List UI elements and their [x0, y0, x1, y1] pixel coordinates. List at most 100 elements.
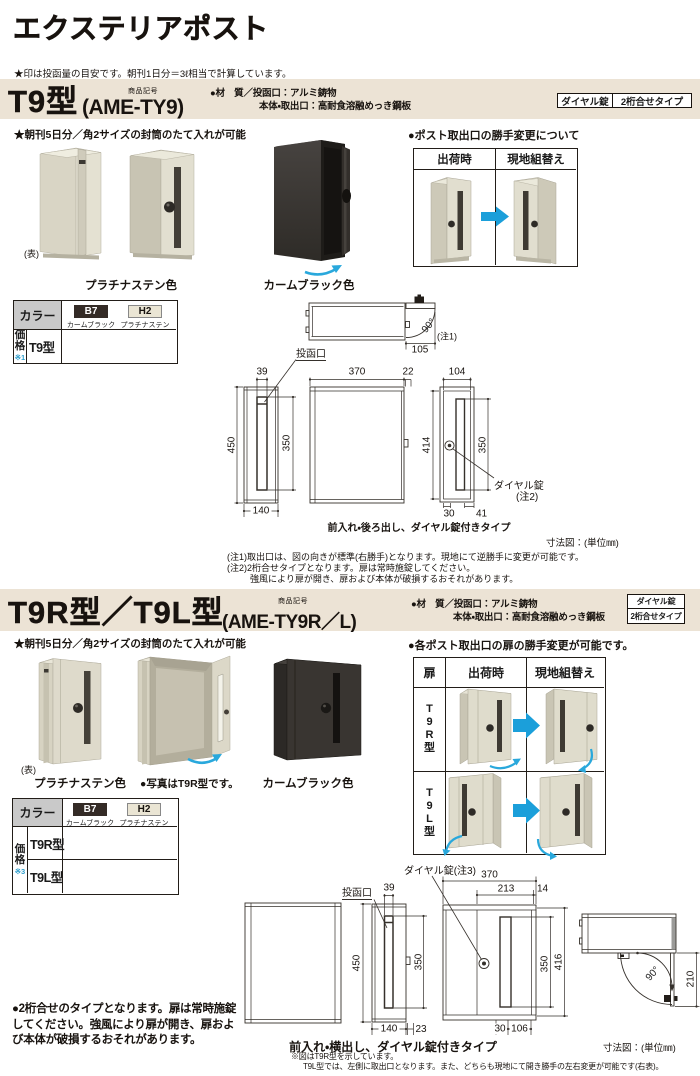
s2-dim-350-side: 350 [413, 953, 424, 971]
price-value-cell [62, 330, 176, 363]
s2-dim-23: 23 [415, 1024, 427, 1035]
section2-panel-title: ●各ポスト取出口の扉の勝手変更が可能です。 [408, 640, 634, 652]
badge2-lock-label: ダイヤル錠 [628, 595, 684, 609]
s1-lock-label: ダイヤル錠 [494, 481, 544, 492]
swap2-row2-text: T9L型 [424, 787, 435, 838]
s2-dim-450: 450 [351, 954, 362, 972]
section1-model-name: T9型 [8, 84, 79, 119]
swatch-b7-name: カームブラック [66, 321, 116, 329]
swatch-cell2: B7 カームブラック H2 プラチナステン [63, 799, 177, 827]
swap-col-field: 現地組替え [507, 154, 565, 166]
photo-platinum-pair [39, 147, 195, 260]
price-label: 価格 [14, 329, 26, 353]
swap-col-shipped: 出荷時 [437, 154, 472, 166]
s1-note3: 強風により扉が開き、扉および本体が破損するおそれがあります。 [250, 574, 519, 584]
section2-code-label: 商品記号 [278, 598, 308, 605]
section1-price-table: カラー B7 カームブラック H2 プラチナステン 価格 ※1 T9型 [13, 300, 178, 364]
s1-dim-22: 22 [402, 366, 414, 378]
price-label-cell: 価格 ※1 [14, 330, 27, 363]
section1-swap-photos [430, 177, 557, 265]
swap2-col-door: 扉 [423, 666, 436, 680]
swap2-row1-text: T9R型 [424, 703, 435, 754]
swatch2-b7: B7 [73, 803, 107, 816]
badge2-type-label: 2桁合せタイプ [630, 611, 682, 621]
s1-dim-41: 41 [475, 508, 488, 519]
price-ref2: ※3 [14, 867, 26, 876]
s2-note2: T9L型では、左側に取出口となります。また、どちらも現地にて開き勝手の左右変更が… [303, 1062, 664, 1071]
badge-type-label: 2桁合せタイプ [620, 96, 684, 108]
badge-lock-label: ダイヤル錠 [558, 94, 613, 108]
section2-front-label: (表) [21, 765, 36, 775]
s2-drawing-unit: 寸法図：(単位㎜) [603, 1043, 676, 1054]
s2-dim-39: 39 [383, 882, 395, 894]
swatch-cell: B7 カームブラック H2 プラチナステン [62, 301, 176, 330]
s2-slot-label: 投函口 [342, 884, 372, 900]
section2-price-table: カラー B7 カームブラック H2 プラチナステン 価格 ※3 T9R型 T9L… [12, 798, 179, 895]
section1-photo2-caption: カームブラック色 [263, 280, 355, 292]
top-note: ★印は投函量の目安です。朝刊1日分＝3ℓ相当で計算しています。 [14, 69, 292, 80]
s2-drawing-caption: 前入れ・横出し、ダイヤル錠付きタイプ [289, 1040, 497, 1054]
model-cell-t9r: T9R型 [28, 827, 65, 860]
section2-swap-photos [442, 688, 598, 860]
section1-lock-badge: ダイヤル錠 2桁合せタイプ [557, 93, 692, 108]
section2-header-band [0, 589, 700, 631]
s2-dim-350-front: 350 [539, 955, 551, 973]
s1-angle-note: (注1) [437, 331, 457, 342]
price-label2: 価格 [14, 843, 26, 866]
swap2-row2-label: T9L型 [414, 771, 445, 855]
section2-capacity-note: ★朝刊5日分／角2サイズの封筒のたて入れが可能 [14, 638, 246, 650]
price-value-cell-r [63, 827, 177, 860]
swatch-b7: B7 [74, 305, 108, 318]
s1-lock-note: (注2) [516, 492, 539, 503]
s1-note2: (注2)2桁合せタイプとなります。扉は常時施錠してください。 [227, 563, 476, 573]
s2-dim-370: 370 [481, 869, 498, 880]
swatch-h2: H2 [128, 305, 162, 318]
model-cell-t9: T9型 [27, 330, 62, 363]
s2-note1: ※図はT9R型を示しています。 [291, 1052, 399, 1061]
s1-dim-39: 39 [256, 366, 268, 378]
door-swing-arrow-icon [187, 756, 218, 765]
swatch2-h2: H2 [127, 803, 161, 816]
s1-dim-450: 450 [226, 436, 238, 454]
section2-photo1-caption: プラチナステン色 [34, 778, 126, 790]
section1-photo1-caption: プラチナステン色 [85, 280, 177, 292]
photo-calm-black [274, 140, 351, 276]
swatch2-h2-name: プラチナステン [119, 819, 169, 827]
price-value-cell-l [63, 860, 177, 893]
section1-model-code: (AME-TY9) [82, 96, 184, 119]
photo-t9r-platinum [38, 658, 102, 765]
section2-material-line1: ●材 質／投函口：アルミ鋳物 [411, 599, 538, 610]
s1-slot-label: 投函口 [296, 345, 326, 361]
s2-dim-30: 30 [493, 1023, 507, 1035]
section1-front-label: (表) [24, 249, 39, 259]
s2-dim-416: 416 [553, 953, 565, 971]
s2-dim-213: 213 [496, 883, 516, 894]
s1-drawing-unit: 寸法図：(単位㎜) [546, 538, 619, 549]
s1-dim-140: 140 [251, 505, 271, 517]
s1-dim-30: 30 [443, 508, 455, 519]
s1-dim-350-side: 350 [281, 434, 293, 452]
swap-arrow-icon-t9l [513, 797, 540, 824]
swap2-row1-label: T9R型 [414, 687, 445, 771]
swap2-col-field: 現地組替え [534, 666, 595, 680]
swap2-col-shipped: 出荷時 [467, 666, 504, 680]
s1-dim-104: 104 [448, 366, 466, 378]
swap-arrow-icon [481, 206, 509, 227]
door-swing-arrow-icon [304, 267, 337, 276]
s1-dim-414: 414 [421, 436, 433, 454]
swatch-h2-name: プラチナステン [120, 321, 170, 329]
page-title: エクステリアポスト [13, 13, 269, 45]
section1-panel-title: ●ポスト取出口の勝手変更について [408, 130, 580, 142]
section1-material-line2: 本体・取出口：高耐食溶融めっき鋼板 [259, 101, 411, 112]
s1-dim-105: 105 [411, 344, 429, 355]
section2-model-code: (AME-TY9R／L) [222, 612, 357, 633]
s1-note1: (注1)取出口は、図の向きが標準(右勝手)となります。現地にて逆勝手に変更が可能… [227, 552, 584, 562]
section1-material-line1: ●材 質／投函口：アルミ鋳物 [210, 88, 337, 99]
section1-code-label: 商品記号 [128, 88, 158, 95]
footer-note: ●2桁合せのタイプとなります。扉は常時施錠してください。強風により扉が開き、扉お… [12, 1003, 237, 1046]
section2-material-line2: 本体・取出口：高耐食溶融めっき鋼板 [453, 612, 605, 623]
color-header-cell2: カラー [13, 799, 63, 827]
section2-photo3-caption: カームブラック色 [262, 778, 354, 790]
section2-photo2-caption: ●写真はT9R型です。 [140, 778, 239, 790]
